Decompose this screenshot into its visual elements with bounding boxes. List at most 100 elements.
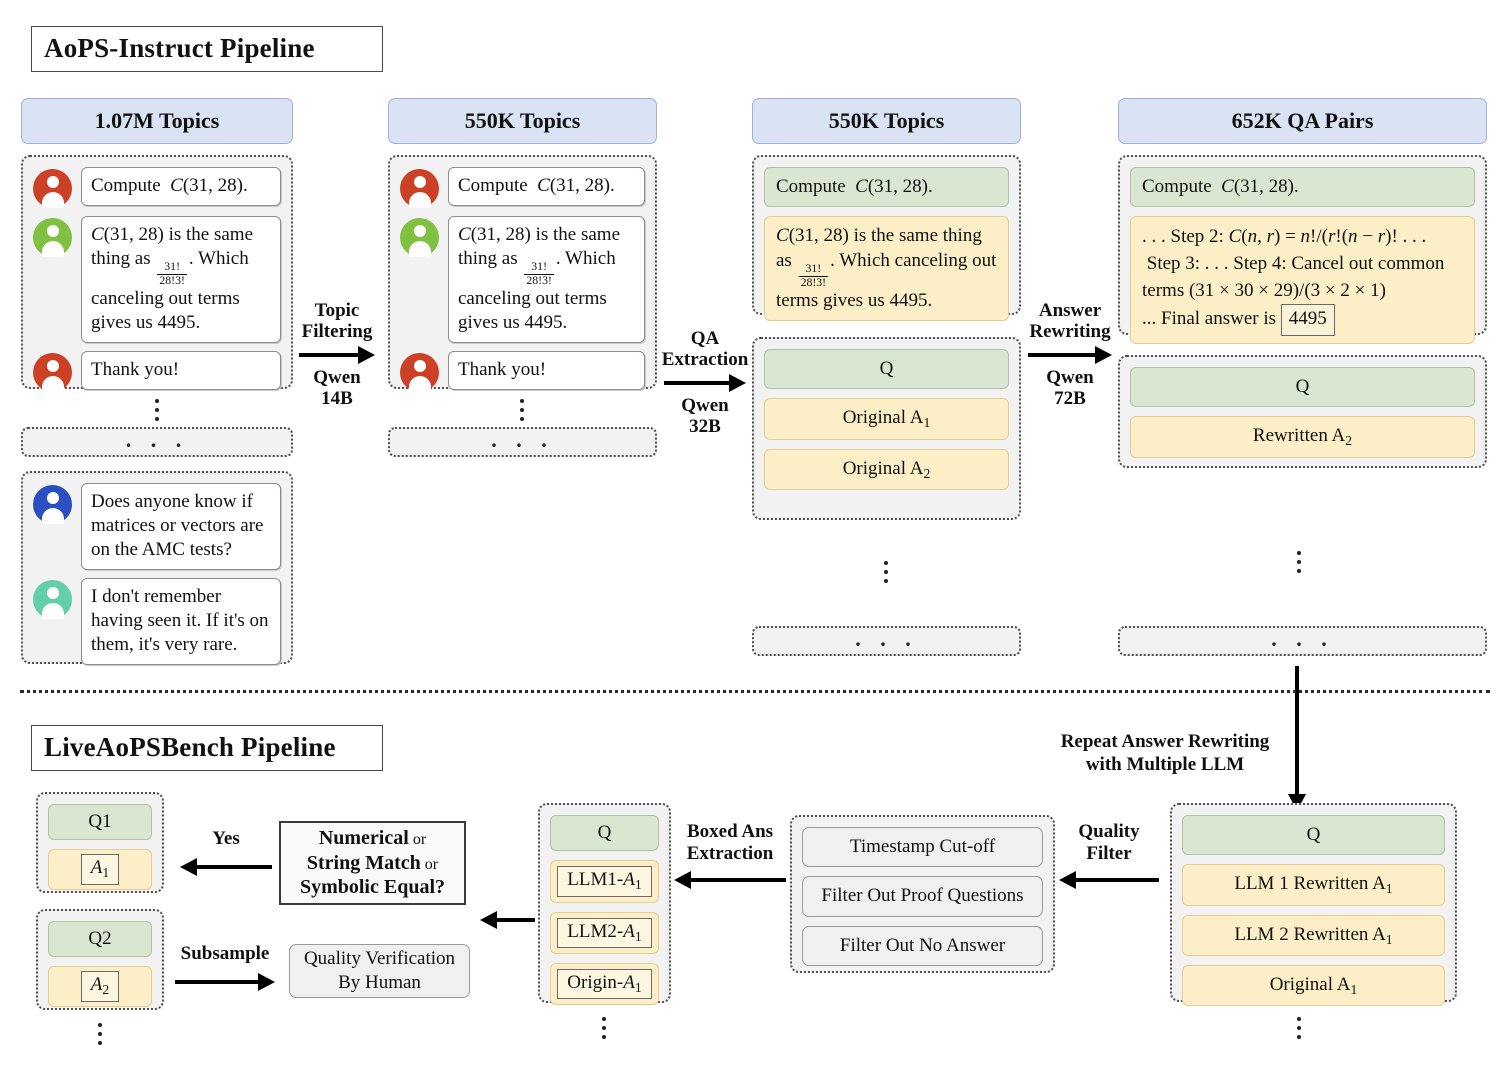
chat-row: I don't remember having seen it. If it's… — [33, 577, 281, 665]
c1-ellipsis-strip: . . . — [21, 427, 293, 457]
chat-row: Compute C(31, 28). — [33, 167, 281, 208]
c1-thread-2: Does anyone know if matrices or vectors … — [21, 471, 293, 665]
decision-part3: Symbolic Equal? — [299, 876, 446, 899]
question-pill: Q — [764, 349, 1009, 390]
top-section-title-text: AoPS-Instruct Pipeline — [44, 32, 315, 63]
avatar-red-icon — [400, 169, 439, 208]
arrow-quality-filter: Quality Filter — [1055, 821, 1163, 889]
answer-pill: LLM1-A1 — [550, 860, 659, 903]
arrow-label-line1: Topic — [314, 300, 360, 321]
question-pill: Q — [1130, 367, 1475, 408]
filter-step: Timestamp Cut-off — [802, 827, 1043, 868]
quality-filter-label-line1: Quality — [1078, 821, 1140, 842]
arrow-right-icon — [1028, 345, 1112, 364]
quality-filter-steps-group: Timestamp Cut-off Filter Out Proof Quest… — [790, 815, 1055, 973]
multi-llm-vertical-ellipsis — [1297, 1017, 1301, 1039]
answer-pill: Original A2 — [764, 448, 1009, 490]
arrow-label-line2: Extraction — [661, 349, 749, 371]
column-header-text: 1.07M Topics — [94, 108, 220, 133]
filter-step: Filter Out No Answer — [802, 925, 1043, 966]
c3-ellipsis-strip: . . . — [752, 626, 1021, 656]
boxed-extraction-label-line2: Extraction — [686, 842, 774, 864]
arrow-topic-filtering: Topic Filtering Qwen 14B — [297, 300, 377, 410]
arrow-boxed-ans-extraction: Boxed Ans Extraction — [670, 821, 790, 889]
avatar-green-icon — [33, 218, 72, 257]
arrow-right-icon — [664, 373, 746, 392]
decision-part1: Numerical — [318, 827, 409, 850]
liveaopsbench-pipeline-title: LiveAoPSBench Pipeline — [31, 725, 383, 771]
chat-bubble: Does anyone know if matrices or vectors … — [81, 483, 281, 570]
chat-bubble: Compute C(31, 28). — [448, 167, 645, 206]
quality-filter-label-line2: Filter — [1086, 842, 1132, 864]
avatar-red-icon — [33, 169, 72, 208]
answer-pill: C(31, 28) is the same thing as 31!28!3!.… — [764, 216, 1009, 322]
c1-thread-1: Compute C(31, 28). C(31, 28) is the same… — [21, 155, 293, 393]
match-decision-box: Numerical or String Match or Symbolic Eq… — [279, 821, 466, 905]
arrow-right-icon — [299, 345, 375, 364]
arrow-label-line3: Qwen — [681, 394, 729, 416]
filter-step: Filter Out Proof Questions — [802, 876, 1043, 917]
decision-or1: or — [412, 831, 427, 849]
avatar-teal-icon — [33, 579, 72, 619]
answer-pill: LLM 1 Rewritten A1 — [1182, 864, 1445, 906]
c2-vertical-ellipsis — [520, 399, 524, 421]
answer-pill: LLM2-A1 — [550, 911, 659, 954]
decision-or2: or — [424, 855, 439, 873]
c3-ellipsis-text: . . . — [855, 626, 918, 651]
human-label-line1: Quality Verification — [303, 948, 456, 970]
c2-ellipsis-strip: . . . — [388, 427, 657, 457]
question-pill: Compute C(31, 28). — [764, 167, 1009, 208]
c4-qa-group-2: Q Rewritten A2 — [1118, 355, 1487, 468]
column-header-text: 652K QA Pairs — [1231, 108, 1374, 133]
c1-ellipsis-text: . . . — [125, 427, 189, 452]
subsample-label: Subsample — [180, 943, 270, 964]
question-pill: Q — [1182, 815, 1445, 856]
c1-vertical-ellipsis — [155, 399, 159, 421]
arrow-yes: Yes — [178, 828, 274, 876]
answer-pill: Original A1 — [764, 398, 1009, 440]
arrow-qa-extraction: QA Extraction Qwen 32B — [661, 328, 749, 438]
arrow-left-icon — [1059, 870, 1159, 889]
c2-thread-1: Compute C(31, 28). C(31, 28) is the same… — [388, 155, 657, 393]
arrow-label-line3: Qwen — [313, 366, 361, 388]
chat-row: Does anyone know if matrices or vectors … — [33, 483, 281, 570]
bottom-section-title-text: LiveAoPSBench Pipeline — [44, 731, 336, 762]
c3-qa-group-1: Compute C(31, 28). C(31, 28) is the same… — [752, 155, 1021, 322]
chat-row: C(31, 28) is the same thing as 31!28!3!.… — [400, 216, 645, 344]
c3-vertical-ellipsis — [884, 561, 888, 583]
arrow-subsample: Subsample — [170, 943, 280, 991]
chat-bubble: Compute C(31, 28). — [81, 167, 281, 206]
question-pill: Q — [550, 815, 659, 852]
question-pill: Q1 — [48, 804, 152, 841]
chat-bubble: Thank you! — [81, 351, 281, 391]
extracted-vertical-ellipsis — [602, 1017, 606, 1039]
arrow-label-line4: 72B — [1054, 388, 1086, 410]
column-header-text: 550K Topics — [464, 108, 581, 133]
chat-row: C(31, 28) is the same thing as 31!28!3!.… — [33, 216, 281, 344]
c4-ellipsis-text: . . . — [1271, 626, 1334, 651]
bridge-label: Repeat Answer Rewriting with Multiple LL… — [1040, 731, 1290, 777]
extracted-answers-group: Q LLM1-A1 LLM2-A1 Origin-A1 — [538, 803, 671, 1006]
column-header-qa-pairs-652k: 652K QA Pairs — [1118, 98, 1487, 144]
arrow-label-line2: Filtering — [301, 321, 373, 343]
column-header-topics-550k-1: 550K Topics — [388, 98, 657, 144]
avatar-red-icon — [33, 353, 72, 393]
answer-pill: . . . Step 2: C(n, r) = n!/(r!(n − r)! .… — [1130, 216, 1475, 344]
c4-vertical-ellipsis — [1297, 551, 1301, 573]
question-pill: Compute C(31, 28). — [1130, 167, 1475, 208]
chat-row: Thank you! — [33, 351, 281, 393]
arrow-left-icon — [180, 858, 272, 876]
answer-pill: Origin-A1 — [550, 963, 659, 1006]
answer-pill: Rewritten A2 — [1130, 416, 1475, 458]
bridge-label-line2: with Multiple LLM — [1085, 753, 1245, 775]
boxed-extraction-label-line1: Boxed Ans — [686, 821, 774, 842]
chat-bubble: Thank you! — [448, 351, 645, 391]
pipeline-separator — [20, 690, 1490, 693]
c3-qa-group-2: Q Original A1 Original A2 — [752, 337, 1021, 520]
c4-qa-group-1: Compute C(31, 28). . . . Step 2: C(n, r)… — [1118, 155, 1487, 344]
avatar-green-icon — [400, 218, 439, 257]
arrow-label-line3: Qwen — [1046, 366, 1094, 388]
answer-pill: LLM 2 Rewritten A1 — [1182, 914, 1445, 956]
quality-verification-by-human-box: Quality Verification By Human — [289, 944, 470, 998]
arrow-label-line2: Rewriting — [1029, 321, 1111, 343]
